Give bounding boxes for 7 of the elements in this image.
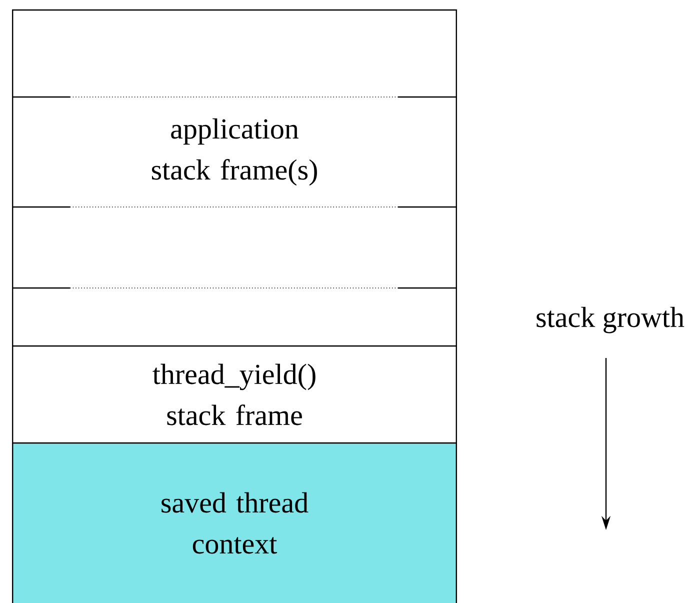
empty-stack-box	[12, 207, 457, 288]
stack-frame-box: saved thread context	[12, 443, 457, 603]
direction-label: stack growth	[536, 306, 684, 334]
stack-frame-box: thread_yield() stack frame	[12, 346, 457, 443]
empty-stack-box	[12, 10, 457, 97]
empty-stack-box	[12, 288, 457, 346]
stack-frame-box: application stack frame(s)	[12, 97, 457, 207]
